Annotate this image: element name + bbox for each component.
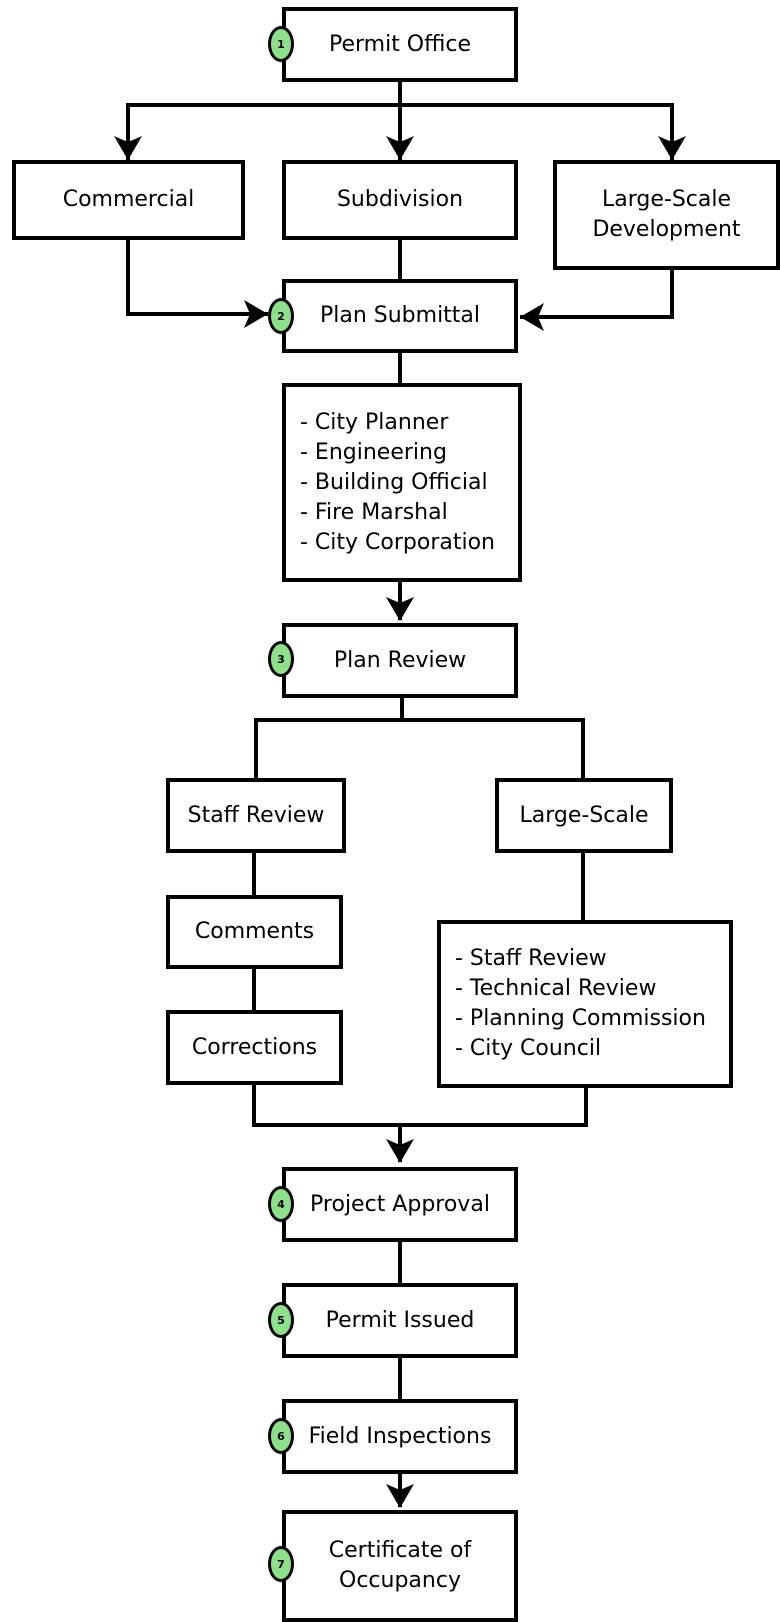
- connector-merge-left: [252, 1083, 588, 1127]
- step-number-4-badge: 4: [268, 1186, 294, 1222]
- arrowhead-subdivision: [386, 136, 414, 160]
- step-plan-review-label: Plan Review: [333, 647, 467, 673]
- step-plan-submittal-label: Plan Submittal: [319, 303, 481, 328]
- comments-box: Comments: [166, 895, 343, 969]
- large-scale-stage-item: - Planning Commission: [455, 1006, 706, 1031]
- step-permit-issued-label: Permit Issued: [325, 1307, 475, 1333]
- type-commercial: Commercial: [12, 160, 245, 240]
- large-scale-label: Large-Scale: [519, 802, 649, 828]
- comments-label: Comments: [194, 919, 315, 944]
- type-subdivision-label: Subdivision: [336, 187, 464, 212]
- step-permit-office: Permit Office: [282, 7, 518, 82]
- reviewer-item: - City Planner: [300, 409, 449, 435]
- reviewer-item: - City Corporation: [300, 529, 496, 555]
- step-field-inspections-label: Field Inspections: [308, 1423, 492, 1449]
- corrections-label: Corrections: [191, 1034, 318, 1060]
- arrowhead-large-scale-development: [658, 136, 686, 160]
- step-project-approval-label: Project Approval: [310, 1191, 490, 1217]
- step-number-2-badge: 2: [268, 298, 294, 334]
- arrow-large-scale-to-submittal: [520, 268, 674, 319]
- large-scale-stage-item: - City Council: [455, 1036, 602, 1061]
- arrowhead-to-plan-review: [386, 597, 414, 621]
- step-number-7-badge: 7: [268, 1546, 294, 1582]
- step-certificate-line2: Occupancy: [339, 1568, 461, 1593]
- large-scale-stage-item: - Technical Review: [455, 976, 657, 1001]
- type-large-scale-development: Large-Scale Development: [553, 160, 780, 270]
- arrowhead-to-certificate: [386, 1484, 414, 1508]
- step-project-approval: Project Approval: [282, 1167, 518, 1242]
- arrowhead-commercial: [114, 136, 142, 160]
- arrowhead-to-approval: [386, 1139, 414, 1163]
- step-certificate-line1: Certificate of: [328, 1538, 472, 1563]
- reviewers-list: - City Planner - Engineering - Building …: [282, 383, 522, 582]
- step-number-6-badge: 6: [268, 1418, 294, 1454]
- step-field-inspections: Field Inspections: [282, 1399, 518, 1474]
- reviewer-item: - Fire Marshal: [300, 499, 448, 525]
- reviewer-item: - Engineering: [300, 439, 447, 465]
- type-large-scale-development-line1: Large-Scale: [601, 187, 732, 212]
- reviewer-item: - Building Official: [300, 469, 488, 495]
- staff-review-label: Staff Review: [187, 802, 325, 828]
- step-number-5-badge: 5: [268, 1302, 294, 1338]
- type-commercial-label: Commercial: [62, 187, 195, 212]
- step-plan-submittal: Plan Submittal: [282, 279, 518, 353]
- large-scale-stages-list: - Staff Review - Technical Review - Plan…: [437, 920, 733, 1088]
- arrowhead-large-scale-to-submittal: [520, 303, 544, 331]
- step-number-1-badge: 1: [268, 26, 294, 62]
- arrowhead-commercial-to-submittal: [244, 300, 268, 328]
- step-certificate-of-occupancy: Certificate of Occupancy: [282, 1510, 518, 1622]
- large-scale-box: Large-Scale: [495, 778, 673, 853]
- type-large-scale-development-line2: Development: [592, 217, 741, 242]
- step-plan-review: Plan Review: [282, 623, 518, 698]
- staff-review-box: Staff Review: [166, 778, 346, 853]
- step-number-3-badge: 3: [268, 641, 294, 677]
- type-subdivision: Subdivision: [282, 160, 518, 240]
- corrections-box: Corrections: [166, 1010, 343, 1085]
- arrow-commercial-to-submittal: [126, 238, 268, 316]
- step-permit-office-label: Permit Office: [328, 31, 472, 57]
- large-scale-stage-item: - Staff Review: [455, 946, 607, 971]
- step-permit-issued: Permit Issued: [282, 1283, 518, 1358]
